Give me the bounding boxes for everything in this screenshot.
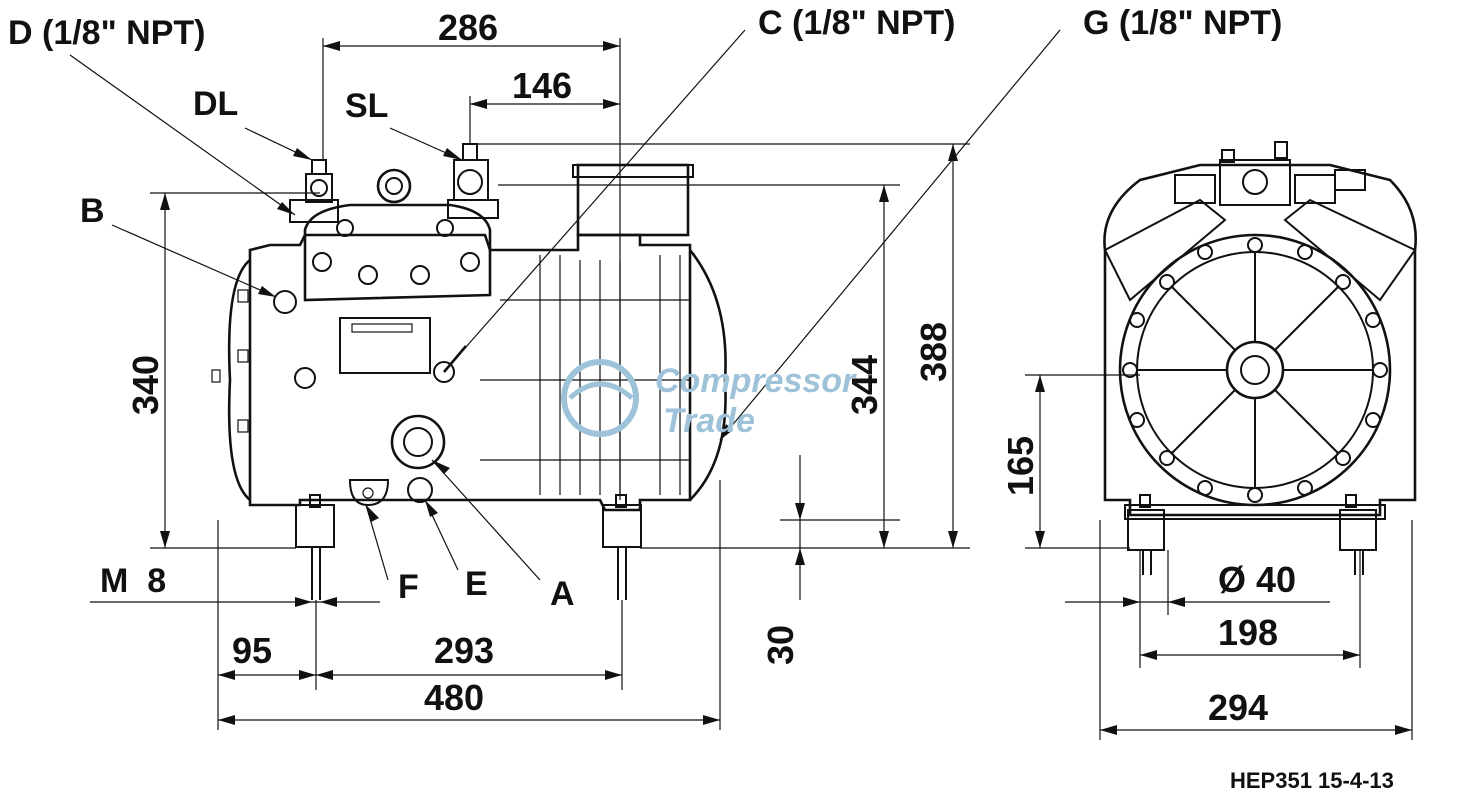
front-body-outline xyxy=(1103,163,1417,517)
watermark-line1: Compressor xyxy=(655,362,857,400)
callout-e: E xyxy=(465,565,488,603)
dim-286: 286 xyxy=(438,7,498,48)
side-nameplate-logo xyxy=(351,323,413,333)
callout-m8: M 8 xyxy=(100,562,166,600)
callout-d: D (1/8" NPT) xyxy=(8,14,205,52)
callout-b: B xyxy=(80,192,105,230)
front-right-head xyxy=(1283,198,1417,302)
front-spokes xyxy=(1137,252,1373,488)
dim-165: 165 xyxy=(1000,436,1041,496)
callout-c: C (1/8" NPT) xyxy=(758,4,955,42)
leader-lines xyxy=(69,29,1061,581)
callout-g: G (1/8" NPT) xyxy=(1083,4,1282,42)
side-port-left xyxy=(294,367,316,389)
watermark: Compressor Trade xyxy=(561,359,857,440)
side-dl-valve xyxy=(289,159,339,223)
front-dimension-lines xyxy=(1025,374,1413,740)
watermark-line2: Trade xyxy=(663,402,755,440)
side-cylinder-head xyxy=(303,203,492,302)
side-head-bolts xyxy=(312,219,480,285)
dim-340: 340 xyxy=(125,355,166,415)
side-motor-ribs xyxy=(480,255,690,495)
side-eye-bolt xyxy=(376,168,412,204)
front-hub-outer xyxy=(1225,340,1285,400)
front-dimension-arrows xyxy=(1035,375,1412,735)
dim-480: 480 xyxy=(424,677,484,718)
front-hub-inner xyxy=(1240,355,1270,385)
side-port-a-inner xyxy=(403,427,433,457)
front-base-plate xyxy=(1124,504,1386,520)
dim-344: 344 xyxy=(844,355,885,415)
callout-dl: DL xyxy=(193,85,238,123)
side-port-b xyxy=(273,290,297,314)
side-suction-flange xyxy=(572,164,694,178)
front-feet xyxy=(1127,494,1377,575)
front-view xyxy=(1103,141,1417,575)
dim-146: 146 xyxy=(512,65,572,106)
side-left-endcap xyxy=(227,258,251,502)
side-nameplate xyxy=(339,317,431,374)
callout-sl: SL xyxy=(345,87,388,125)
drawing-code: HEP351 15-4-13 xyxy=(1230,768,1394,793)
side-body-outline xyxy=(248,233,692,512)
dim-388: 388 xyxy=(913,322,954,382)
side-cap-bolts xyxy=(211,289,249,433)
front-left-head xyxy=(1103,198,1227,302)
side-port-c xyxy=(433,361,455,383)
side-suction-housing xyxy=(576,163,690,237)
side-right-motor-cap xyxy=(688,249,727,501)
front-cover-bolts xyxy=(1122,237,1388,503)
callout-a: A xyxy=(550,575,575,613)
dim-198: 198 xyxy=(1218,612,1278,653)
dim-30: 30 xyxy=(760,625,801,665)
side-dimension-arrows xyxy=(160,41,958,725)
dim-293: 293 xyxy=(434,630,494,671)
front-top-valves xyxy=(1174,141,1366,206)
dim-40: Ø 40 xyxy=(1218,559,1296,600)
side-feet xyxy=(295,494,642,600)
dim-294: 294 xyxy=(1208,687,1268,728)
side-eye-bolt-inner xyxy=(385,177,403,195)
watermark-globe-icon xyxy=(561,359,639,437)
leader-arrows xyxy=(258,148,733,522)
dim-95: 95 xyxy=(232,630,272,671)
side-view xyxy=(211,143,727,600)
callout-f: F xyxy=(398,568,419,606)
side-port-a-outer xyxy=(390,414,446,470)
side-port-e xyxy=(407,477,433,503)
side-port-f xyxy=(348,479,390,507)
